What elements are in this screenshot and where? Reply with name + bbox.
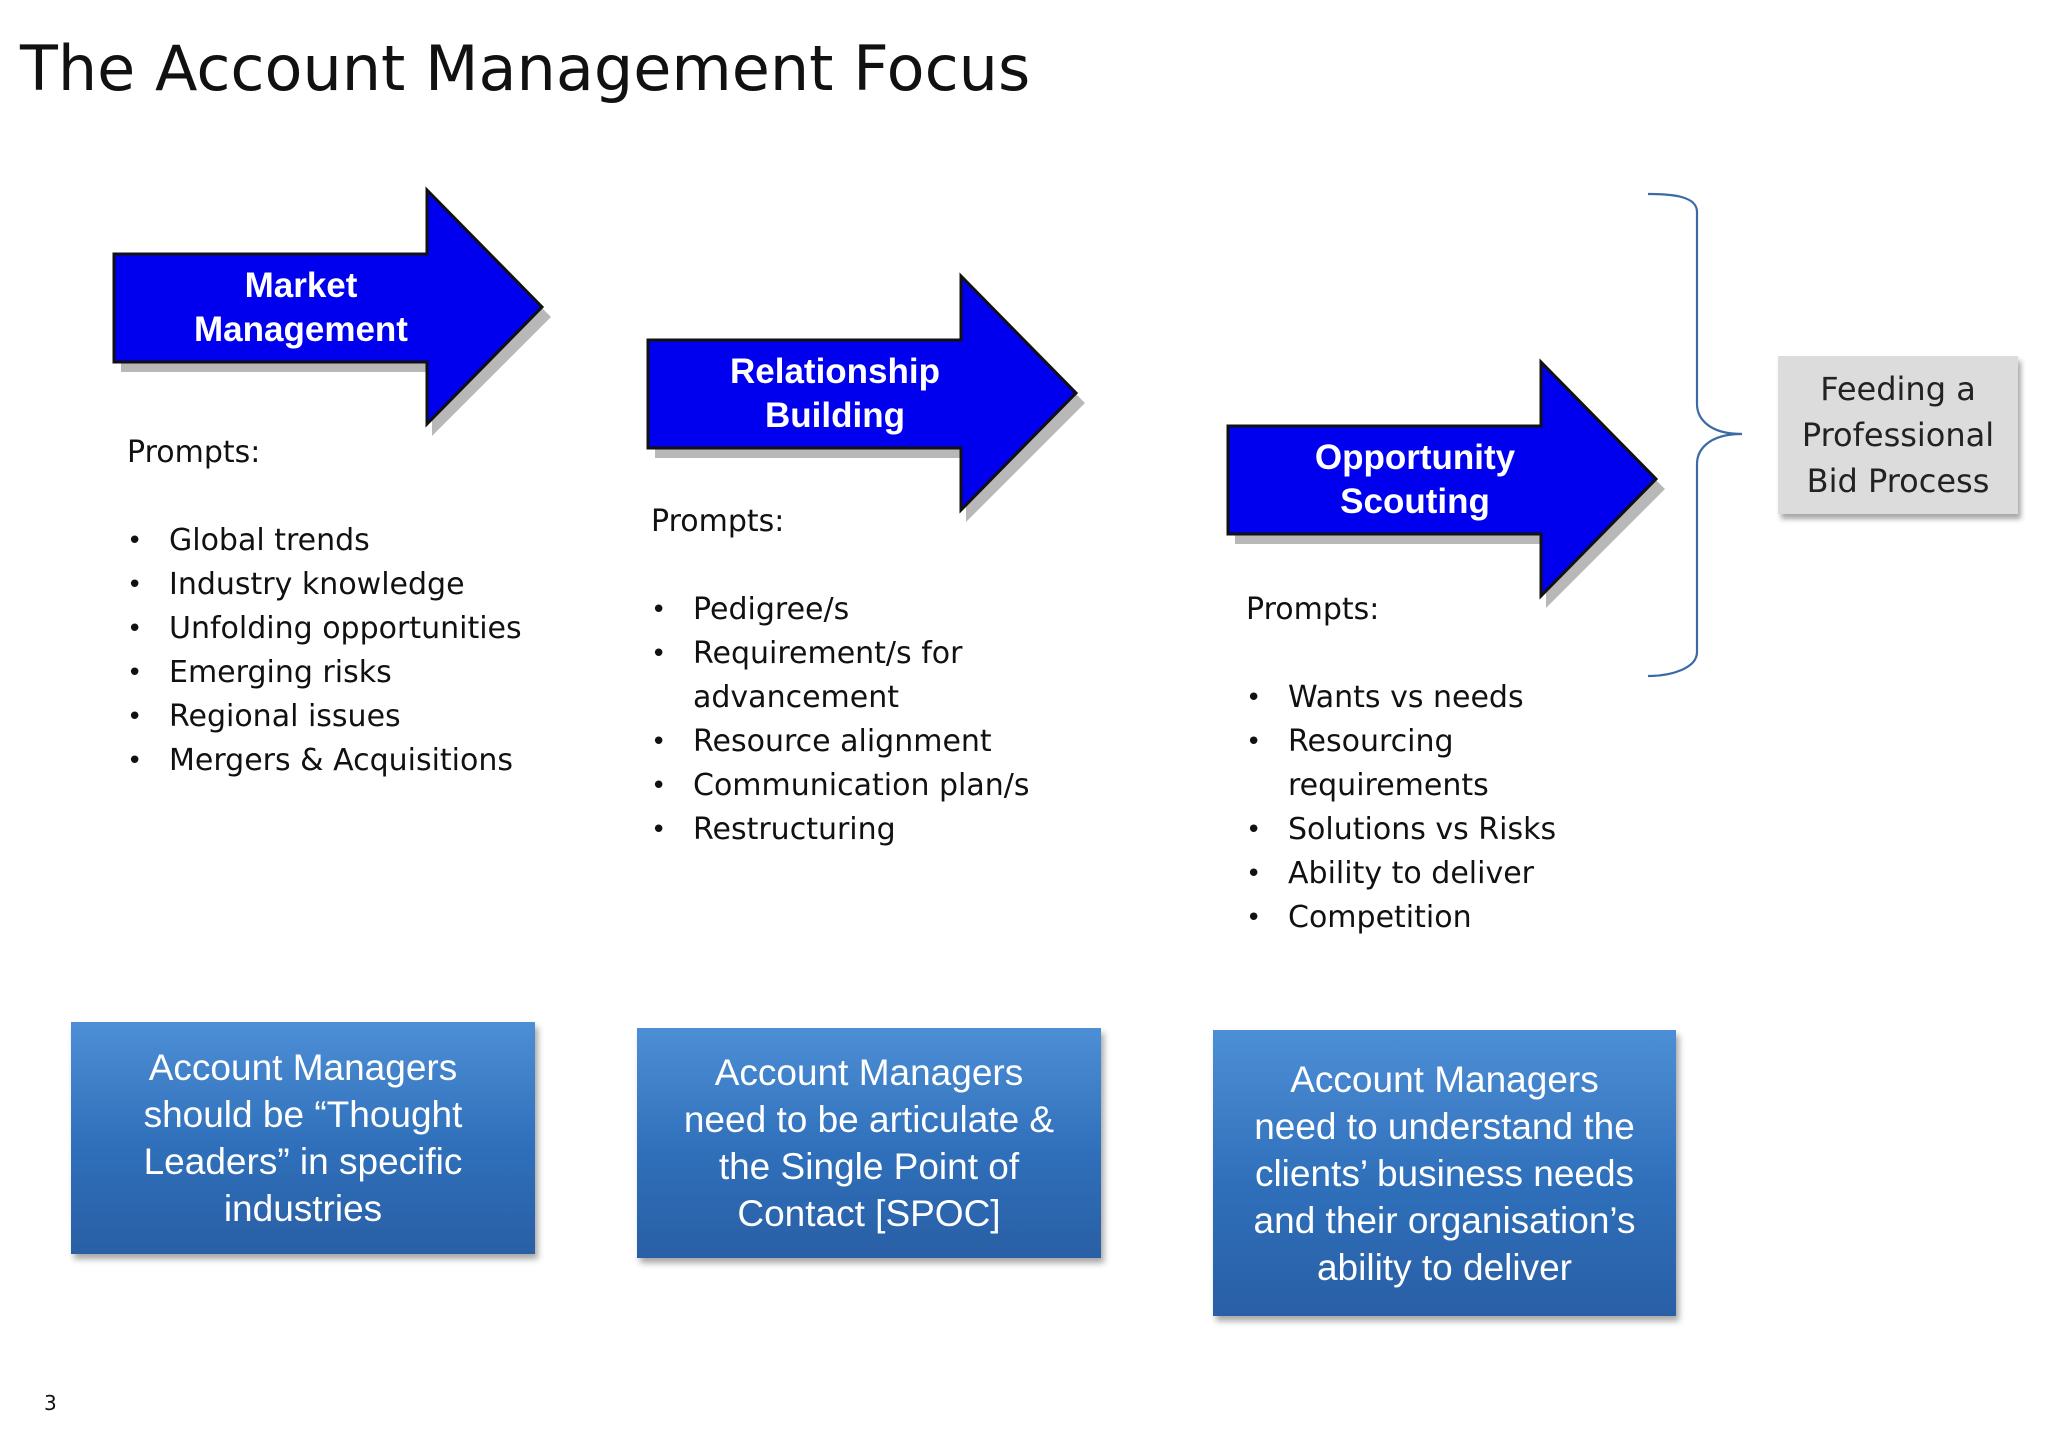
- slide-title: The Account Management Focus: [20, 32, 1031, 105]
- arrow-label-line: Market: [244, 266, 358, 305]
- prompt-item: Wants vs needs: [1246, 676, 1556, 720]
- arrow-label-line: Scouting: [1340, 482, 1490, 521]
- feed-box-line: Professional: [1801, 416, 1995, 454]
- summary-line: need to understand the: [1254, 1105, 1635, 1147]
- feed-box-line: Feeding a: [1820, 370, 1976, 408]
- opportunity-scouting-arrow: [1226, 358, 1665, 608]
- prompt-item: Pedigree/s: [651, 588, 1030, 632]
- relationship-building-prompts: Prompts: Pedigree/s Requirement/s for ad…: [651, 500, 1030, 852]
- prompt-item: Solutions vs Risks: [1246, 808, 1556, 852]
- prompt-item: Emerging risks: [127, 651, 522, 695]
- summary-line: industries: [223, 1188, 383, 1229]
- summary-line: Account Managers: [148, 1047, 458, 1088]
- summary-line: and their organisation’s: [1253, 1199, 1636, 1241]
- opportunity-scouting-prompts: Prompts: Wants vs needs Resourcing requi…: [1246, 588, 1556, 940]
- prompt-item: Competition: [1246, 896, 1556, 940]
- prompt-item-text: Resourcing: [1288, 724, 1454, 759]
- prompt-item: Requirement/s for advancement: [651, 632, 1030, 720]
- summary-line: Account Managers: [714, 1052, 1024, 1093]
- prompts-list: Wants vs needs Resourcing requirements S…: [1246, 676, 1556, 940]
- prompt-item-text: Requirement/s for: [693, 636, 963, 671]
- prompts-heading: Prompts:: [651, 504, 785, 539]
- relationship-building-arrow: [646, 272, 1085, 522]
- summary-line: ability to deliver: [1316, 1246, 1572, 1288]
- arrow-label-line: Opportunity: [1314, 438, 1516, 477]
- page-number: 3: [44, 1391, 57, 1415]
- summary-line: should be “Thought: [143, 1094, 463, 1135]
- summary-line: Account Managers: [1290, 1058, 1599, 1100]
- prompt-item: Resource alignment: [651, 720, 1030, 764]
- prompt-item: Industry knowledge: [127, 563, 522, 607]
- thought-leaders-box: Account Managers should be “Thought Lead…: [71, 1022, 535, 1254]
- market-management-arrow: [112, 186, 551, 436]
- prompt-item: Restructuring: [651, 808, 1030, 852]
- prompt-item: Global trends: [127, 519, 522, 563]
- prompts-heading: Prompts:: [127, 435, 261, 470]
- arrow-label-line: Relationship: [729, 352, 941, 391]
- arrow-label-line: Building: [765, 396, 905, 435]
- summary-line: the Single Point of: [718, 1146, 1020, 1187]
- feeding-bid-process-box: Feeding a Professional Bid Process: [1778, 356, 2018, 514]
- prompt-item: Resourcing requirements: [1246, 720, 1556, 808]
- summary-line: Leaders” in specific: [143, 1141, 463, 1182]
- right-bracket: [1647, 192, 1743, 678]
- prompt-item-continuation: advancement: [693, 680, 899, 715]
- prompt-item: Regional issues: [127, 695, 522, 739]
- single-point-of-contact-box: Account Managers need to be articulate &…: [637, 1028, 1101, 1258]
- summary-line: need to be articulate &: [683, 1099, 1055, 1140]
- summary-line: Contact [SPOC]: [737, 1193, 1001, 1234]
- prompts-list: Pedigree/s Requirement/s for advancement…: [651, 588, 1030, 852]
- market-management-label: Market Management: [114, 256, 488, 360]
- prompt-item: Mergers & Acquisitions: [127, 739, 522, 783]
- business-needs-box: Account Managers need to understand the …: [1213, 1030, 1676, 1316]
- market-management-prompts: Prompts: Global trends Industry knowledg…: [127, 431, 522, 783]
- prompt-item: Communication plan/s: [651, 764, 1030, 808]
- summary-line: clients’ business needs: [1254, 1152, 1635, 1194]
- prompt-item: Ability to deliver: [1246, 852, 1556, 896]
- feed-box-line: Bid Process: [1806, 462, 1990, 500]
- prompt-item-continuation: requirements: [1288, 768, 1489, 803]
- arrow-label-line: Management: [194, 310, 408, 349]
- opportunity-scouting-label: Opportunity Scouting: [1228, 428, 1602, 532]
- prompts-list: Global trends Industry knowledge Unfoldi…: [127, 519, 522, 783]
- prompt-item: Unfolding opportunities: [127, 607, 522, 651]
- relationship-building-label: Relationship Building: [648, 342, 1022, 446]
- prompts-heading: Prompts:: [1246, 592, 1380, 627]
